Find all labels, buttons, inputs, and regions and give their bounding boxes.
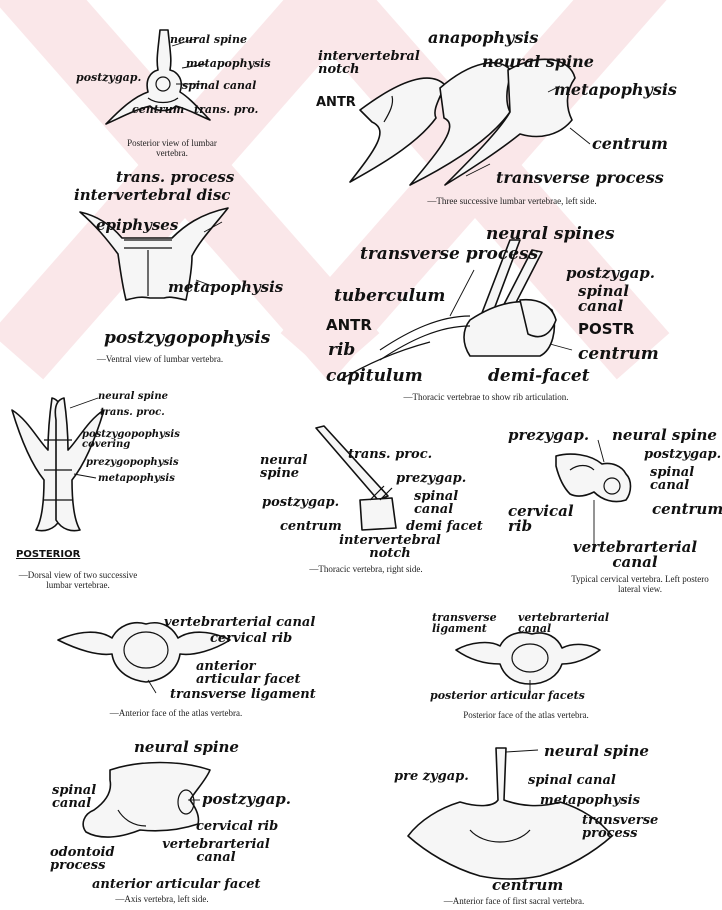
label-cervical-rib: cervical rib	[196, 820, 278, 833]
label-centrum: centrum	[132, 104, 184, 115]
label-prezygopophysis: prezygopophysis	[86, 458, 179, 468]
label-neural-spine: neural spine	[482, 54, 594, 70]
label-metapophysis: metapophysis	[554, 82, 677, 98]
label-trans-proc: trans. proc.	[348, 448, 432, 461]
label-spinal-canal: spinal canal	[528, 774, 616, 787]
label-centrum: centrum	[578, 346, 659, 363]
label-anterior-articular-facet: anterior articular facet	[196, 660, 306, 686]
label-spinal-canal: spinal canal	[182, 80, 256, 91]
label-transverse-ligament: transverse ligament	[432, 612, 512, 634]
label-intervertebral-disc: intervertebral disc	[74, 188, 230, 203]
caption-axis: —Axis vertebra, left side.	[115, 894, 208, 904]
label-neural-spine: neural spine	[170, 34, 247, 45]
label-posterior-articular-facets: posterior articular facets	[430, 690, 585, 701]
label-vertebrarterial-canal: vertebrarterial canal	[164, 616, 315, 629]
caption-lumbar-lateral: —Three successive lumbar vertebrae, left…	[427, 196, 596, 206]
label-cervical-rib: cervical rib	[210, 632, 292, 645]
label-trans-process: trans. process	[116, 170, 234, 185]
label-metapophysis: metapophysis	[98, 474, 175, 484]
drawing-cervical	[556, 454, 631, 502]
caption-atlas-posterior: Posterior face of the atlas vertebra.	[463, 710, 588, 720]
drawing-atlas-posterior	[456, 633, 600, 685]
label-neural-spine: neural spine	[260, 454, 320, 480]
label-postzyg-covering: postzygopophysis covering	[82, 430, 222, 450]
label-cervical-rib: cervical rib	[508, 504, 568, 534]
caption-lumbar-posterior: Posterior view of lumbar vertebra.	[117, 138, 227, 159]
label-metapophysis: metapophysis	[540, 794, 640, 807]
label-spinal-canal: spinal canal	[650, 466, 700, 492]
caption-cervical: Typical cervical vertebra. Left postero …	[565, 574, 715, 595]
label-antr: ANTR	[326, 318, 372, 333]
label-demi-facet: demi facet	[406, 520, 483, 533]
label-trans-proc: trans. proc.	[100, 408, 165, 418]
label-anapophysis: anapophysis	[428, 30, 538, 46]
label-neural-spine: neural spine	[544, 744, 649, 759]
label-antr: ANTR	[316, 96, 356, 109]
label-demi-facet: demi-facet	[488, 368, 590, 385]
label-posterior: POSTERIOR	[16, 550, 80, 560]
label-capitulum: capitulum	[326, 368, 423, 385]
label-metapophysis: metapophysis	[168, 280, 283, 295]
label-vertebrarterial-canal: vertebrarterial canal	[518, 612, 628, 634]
label-intervertebral-notch: intervertebral notch	[318, 50, 438, 76]
caption-atlas-anterior: —Anterior face of the atlas vertebra.	[110, 708, 242, 718]
label-epiphyses: epiphyses	[96, 218, 178, 233]
label-spinal-canal: spinal canal	[52, 784, 102, 810]
label-rib: rib	[328, 342, 355, 359]
label-postzygap: postzygap.	[202, 792, 291, 807]
label-spinal-canal: spinal canal	[578, 284, 638, 314]
label-neural-spine: neural spine	[612, 428, 717, 443]
label-vertebrarterial-canal: vertebrarterial canal	[146, 838, 286, 864]
label-postzygap: postzygap.	[76, 72, 141, 83]
caption-thoracic-rib: —Thoracic vertebrae to show rib articula…	[404, 392, 569, 402]
label-centrum: centrum	[592, 136, 668, 152]
label-pre-zygap: pre zygap.	[394, 770, 469, 783]
label-transverse-process: transverse process	[360, 246, 538, 263]
label-postzygap: postzygap.	[644, 448, 721, 461]
label-intervertebral-notch: intervertebral notch	[330, 534, 450, 560]
label-transverse-process: transverse process	[582, 814, 682, 840]
drawing-thoracic-right	[316, 426, 396, 530]
label-postr: POSTR	[578, 322, 634, 337]
caption-lumbar-dorsal: —Dorsal view of two successive lumbar ve…	[13, 570, 143, 591]
label-postzygopophysis: postzygopophysis	[104, 330, 270, 347]
caption-thoracic-right: —Thoracic vertebra, right side.	[309, 564, 422, 574]
label-centrum: centrum	[492, 878, 563, 893]
label-centrum: centrum	[652, 502, 722, 517]
label-centrum: centrum	[280, 520, 342, 533]
label-trans-pro: trans. pro.	[194, 104, 258, 115]
caption-sacral: —Anterior face of first sacral vertebra.	[444, 896, 584, 906]
label-vertebrarterial-canal: vertebrarterial canal	[570, 540, 700, 570]
label-tuberculum: tuberculum	[334, 288, 445, 305]
label-neural-spine: neural spine	[134, 740, 239, 755]
label-postzygap: postzygap.	[262, 496, 339, 509]
label-anterior-articular-facet: anterior articular facet	[92, 878, 261, 891]
label-prezygap: prezygap.	[508, 428, 589, 443]
label-metapophysis: metapophysis	[186, 58, 271, 69]
label-prezygap: prezygap.	[396, 472, 466, 485]
label-transverse-process: transverse process	[496, 170, 664, 186]
label-odontoid-process: odontoid process	[50, 846, 130, 872]
label-neural-spines: neural spines	[486, 226, 615, 243]
label-postzygap: postzygap.	[566, 266, 655, 281]
label-transverse-ligament: transverse ligament	[170, 688, 316, 701]
label-neural-spine: neural spine	[98, 392, 168, 402]
caption-lumbar-ventral: —Ventral view of lumbar vertebra.	[97, 354, 223, 364]
label-spinal-canal: spinal canal	[414, 490, 474, 516]
